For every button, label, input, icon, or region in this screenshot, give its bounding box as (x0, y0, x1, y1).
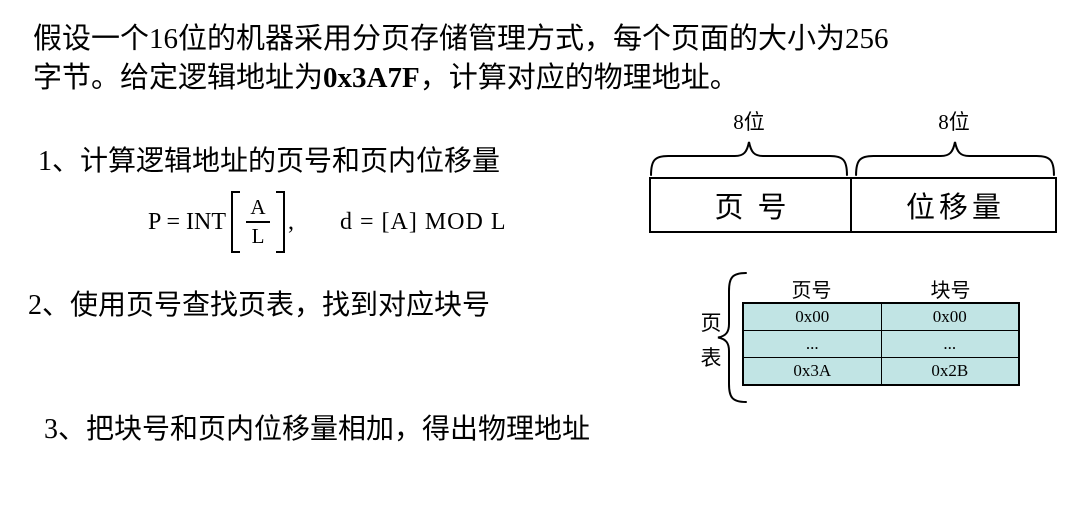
page-table-brace (717, 272, 747, 403)
left-overbrace (650, 141, 848, 176)
formula-p-lhs: P = INT (148, 208, 226, 235)
page-table-cell: 0x00 (744, 304, 882, 330)
page-table: 0x00 0x00 ... ... 0x3A 0x2B (742, 302, 1020, 386)
formula-displacement: d = [A] MOD L (339, 208, 507, 235)
page-number-formula: P = INT A L , d = [A] MOD L (148, 189, 507, 255)
fraction-numerator: A (250, 195, 266, 219)
right-overbrace (855, 141, 1055, 176)
logical-address-value: 0x3A7F (323, 62, 420, 94)
problem-statement-line2: 字节。给定逻辑地址为0x3A7F，计算对应的物理地址。 (33, 59, 1048, 98)
step-1-heading: 1、计算逻辑地址的页号和页内位移量 (38, 146, 501, 177)
page-table-cell: 0x3A (744, 358, 882, 384)
fraction-denominator: L (251, 224, 265, 248)
problem-line2-suffix: ，计算对应的物理地址。 (419, 62, 739, 94)
page-table-cell: ... (881, 331, 1018, 357)
right-bits-label: 8位 (938, 110, 970, 134)
page-table-column-headers: 页号 块号 (742, 274, 1020, 303)
right-square-bracket (275, 191, 285, 253)
fraction-a-over-l: A L (240, 196, 276, 248)
block-number-column-header: 块号 (930, 280, 971, 302)
problem-line2-prefix: 字节。给定逻辑地址为 (33, 62, 324, 94)
fraction-bar (245, 221, 270, 223)
page-table-cell: 0x2B (881, 358, 1018, 384)
formula-comma: , (287, 208, 294, 235)
page-table-cell: ... (744, 331, 882, 357)
problem-statement: 假设一个16位的机器采用分页存储管理方式，每个页面的大小为256 字节。给定逻辑… (33, 20, 1048, 98)
page-table-side-label: 页表 (700, 312, 722, 370)
logical-address-boxes: 页号 位移量 (649, 177, 1057, 233)
step-2-heading: 2、使用页号查找页表，找到对应块号 (28, 290, 491, 321)
left-square-bracket (230, 191, 240, 253)
displacement-field: 位移量 (905, 192, 1005, 224)
page-table-row: 0x00 0x00 (744, 304, 1018, 330)
page-number-column-header: 页号 (791, 280, 832, 302)
page-table-row: ... ... (744, 330, 1018, 357)
left-bits-label: 8位 (733, 110, 765, 134)
page-table-cell: 0x00 (881, 304, 1018, 330)
page-number-field: 页号 (651, 179, 852, 231)
step-3-heading: 3、把块号和页内位移量相加，得出物理地址 (44, 414, 591, 445)
problem-statement-line1: 假设一个16位的机器采用分页存储管理方式，每个页面的大小为256 (33, 23, 889, 55)
page-table-row: 0x3A 0x2B (744, 357, 1018, 384)
